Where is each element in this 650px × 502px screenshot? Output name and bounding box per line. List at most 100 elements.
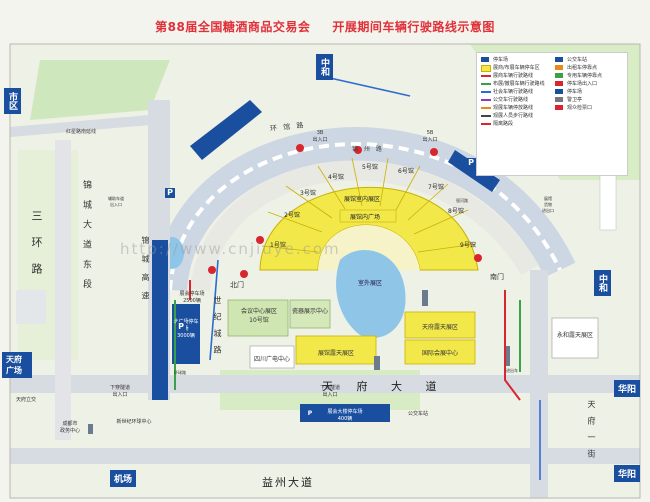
new-century-label: 新世纪环球中心 [116,419,152,425]
yinhe-road-label: 银河路 [456,198,468,203]
legend-item-13: 停车场出入口 [567,81,598,87]
green-routes [174,300,521,390]
south-gate-label: 南门 [490,273,504,281]
sanhuan-surface [55,140,71,440]
north-plaza-parking [172,304,200,364]
road-label-yizhou: 益州大道 [262,476,314,489]
ciqi-center [289,299,331,329]
parking-lane-west [152,240,168,400]
guoji-zone-label: 国际会展中心 [421,350,458,357]
page-title: 第88届全国糖酒商品交易会 开展期间车辆行驶路线示意图 [0,18,650,35]
yonghe-building [551,317,599,359]
legend-swatch-16 [555,105,563,110]
building-icons [88,290,510,434]
legend-swatch-1 [481,57,489,62]
legend-swatch-14 [555,89,563,94]
outer-ring-lane [168,142,562,291]
legend-swatch-6 [481,99,491,101]
legend-item-1: 停车场 [493,57,509,63]
legend-swatch-2 [481,65,491,72]
gaijin-zone-label: 展馆露天展区 [317,350,354,357]
sichuan-broadcast [249,345,295,369]
tianfu-interchange-label: 天府立交 [15,397,36,403]
exit-3b-label: 3B 出入口 [312,130,328,143]
legend-swatch-15 [555,97,563,102]
legend-swatch-8 [481,115,491,117]
direction-sign-shiqu: 市区 [4,88,21,114]
guoji-zone [404,339,476,365]
conference-center [227,299,289,337]
hongxing-south-surface [9,115,151,137]
parking-marker-4: P [306,410,314,418]
direction-sign-zhonghe-top: 中和 [316,54,333,80]
tianfu-outdoor-zone-label: 天府露天展区 [421,324,458,331]
road-label-jinzhou: 锦 州 路 [352,146,384,153]
yizhou-road-surface [10,448,640,464]
legend-swatch-10 [555,57,563,62]
legend-swatch-13 [555,81,563,86]
watermark: http://www.cnjiuye.com [120,240,341,258]
road-label-shiji: 世 纪 城 路 [213,296,222,357]
legend-swatch-3 [481,75,491,77]
inner-ring-road [190,160,539,292]
legend-item-8: 观展人员步行路线 [493,113,534,119]
hall-6: 6号馆 [398,168,414,175]
indoor-hall-label: 展馆室内展区 [344,196,381,203]
hall-1: 1号馆 [270,242,286,249]
hall-8: 8号馆 [448,208,464,215]
road-label-jincheng-east: 锦 城 大 道 东 段 [81,180,91,293]
direction-sign-zhonghe-right: 中和 [594,270,611,296]
bus-station-label: 公交车站 [407,411,428,417]
hall-5: 5号馆 [362,164,378,171]
parking-marker-3: P [466,158,476,168]
legend-item-11: 出租车停靠点 [567,65,598,71]
legend-item-16: 观众检票口 [567,105,593,111]
parking-marker-2: P [176,322,186,332]
blue-routes [209,77,541,480]
cargo-exit-label: 展馆 货物 进出口 [542,196,554,213]
tianfu-outdoor-zone [404,311,476,339]
north-gate-label: 北门 [230,281,244,289]
green-area-nw [30,60,170,120]
hall-2: 2号馆 [284,212,300,219]
lake [336,250,406,338]
parking-zone-ne [448,150,500,192]
legend-item-7: 观展车辆停放路线 [493,105,534,111]
legend-swatch-5 [481,91,491,93]
legend-swatch-7 [481,107,491,109]
direction-sign-tianfu-guangchang: 天府广场 [2,352,32,378]
road-label-hongxing: 红星路南延线 [66,129,97,135]
center-label: 室外展区 [358,280,383,287]
aux-lane-label: 辅助车道 出入口 [108,196,124,207]
hall-4: 4号馆 [328,174,344,181]
red-routes [189,280,521,401]
legend-item-2: 展商/布展车辆停车区 [493,65,540,71]
hall-7: 7号馆 [428,184,444,191]
direction-sign-huayang-1: 华阳 [614,380,641,397]
direction-sign-huayang-2: 华阳 [614,465,641,482]
parking-zone-nw [190,100,262,160]
road-label-sanhuan: 三 环 路 [30,210,43,280]
huanqiu-road-label: 环球路 [174,370,186,375]
legend-item-5: 社会车辆行驶路线 [493,89,534,95]
chengdu-gov-label: 成都市 政务中心 [59,421,80,434]
road-label-tianfu-yijie: 天 府 一 街 [587,400,596,461]
legend-item-4: 布展/撤展车辆行驶路线 [493,81,545,87]
hall-9: 9号馆 [460,242,476,249]
west-block [16,290,46,324]
legend-swatch-4 [481,83,491,85]
legend-swatch-12 [555,73,563,78]
map-frame [9,43,641,499]
tianfu-yijie-surface [530,270,548,498]
title-part-1: 第88届全国糖酒商品交易会 [155,20,311,34]
indoor-hall-band [339,209,397,223]
legend-item-6: 公交车行驶路线 [493,97,529,103]
hall-dividers [261,157,477,253]
legend-item-14: 停车场 [567,89,583,95]
conference-zone-label: 会议中心展区 10号馆 [240,308,277,324]
legend-swatch-9 [481,123,491,125]
legend: 停车场 展商/布展车辆停车区 展商车辆行驶路线 布展/撤展车辆行驶路线 社会车辆… [476,52,628,176]
hall-3: 3号馆 [300,190,316,197]
title-part-2: 开展期间车辆行驶路线示意图 [332,20,495,34]
underground-parking-label: 展会大楼停车场 400辆 [327,409,363,422]
